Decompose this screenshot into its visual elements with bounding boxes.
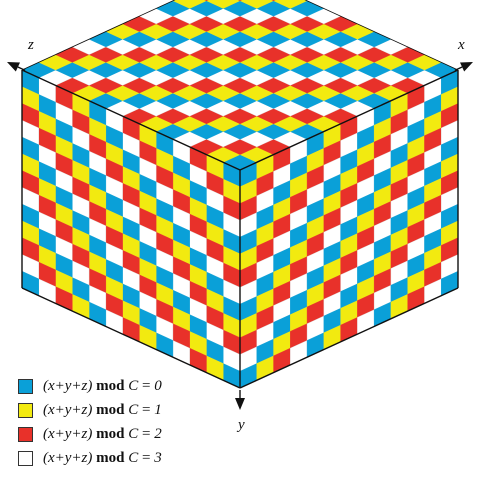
legend-op: mod (96, 377, 125, 394)
top-face-cell (237, 0, 243, 1)
cube-edges (21, 0, 459, 389)
x-axis-arrow-shaft (454, 66, 463, 71)
legend-label-1: (x+y+z) mod C = 1 (43, 402, 162, 419)
y-axis-arrow (235, 398, 245, 410)
top-face-cell (204, 0, 209, 1)
axis-label-y: y (238, 417, 245, 433)
legend-eq: = (142, 377, 151, 394)
legend-item-1: (x+y+z) mod C = 1 (18, 398, 162, 422)
legend-value: 0 (154, 377, 162, 394)
edge-back-x (304, 0, 459, 71)
axis-label-z: z (28, 37, 34, 53)
legend-eq: = (142, 425, 151, 442)
top-face-cell (271, 0, 276, 1)
legend-swatch-1 (18, 402, 33, 418)
edge-back-z (21, 0, 176, 71)
legend-expr: (x+y+z) (43, 401, 93, 418)
legend-var: C (128, 401, 139, 418)
legend-op: mod (96, 401, 125, 418)
legend-swatch-2 (18, 426, 33, 442)
legend-var: C (128, 449, 139, 466)
legend-item-0: (x+y+z) mod C = 0 (18, 374, 162, 398)
legend-eq: = (142, 401, 151, 418)
z-axis-arrow-shaft (17, 66, 26, 71)
edge-left-bottom (21, 287, 241, 389)
edge-z (21, 69, 241, 171)
axis-label-x: x (458, 37, 465, 53)
legend-label-2: (x+y+z) mod C = 2 (43, 426, 162, 443)
edge-right-bottom (239, 287, 459, 389)
legend-expr: (x+y+z) (43, 377, 93, 394)
legend-expr: (x+y+z) (43, 425, 93, 442)
legend-label-0: (x+y+z) mod C = 0 (43, 378, 162, 395)
axis-arrows (7, 62, 473, 410)
top-face-cell (205, 0, 241, 9)
top-face-cell (273, 0, 308, 9)
z-axis-arrow (7, 62, 20, 72)
legend-swatch-3 (18, 450, 33, 466)
legend-var: C (128, 425, 139, 442)
legend-value: 2 (154, 425, 162, 442)
legend: (x+y+z) mod C = 0 (x+y+z) mod C = 1 (x+y… (18, 374, 162, 470)
legend-value: 1 (154, 401, 162, 418)
top-face-cell (172, 0, 207, 9)
legend-value: 3 (154, 449, 162, 466)
legend-swatch-0 (18, 378, 33, 394)
legend-eq: = (142, 449, 151, 466)
legend-label-3: (x+y+z) mod C = 3 (43, 450, 162, 467)
x-axis-arrow (460, 62, 473, 72)
edge-x (239, 69, 459, 171)
legend-item-2: (x+y+z) mod C = 2 (18, 422, 162, 446)
cube-cells (21, 0, 459, 389)
legend-expr: (x+y+z) (43, 449, 93, 466)
legend-op: mod (96, 449, 125, 466)
legend-var: C (128, 377, 139, 394)
top-face-cell (239, 0, 275, 9)
legend-op: mod (96, 425, 125, 442)
legend-item-3: (x+y+z) mod C = 3 (18, 446, 162, 470)
